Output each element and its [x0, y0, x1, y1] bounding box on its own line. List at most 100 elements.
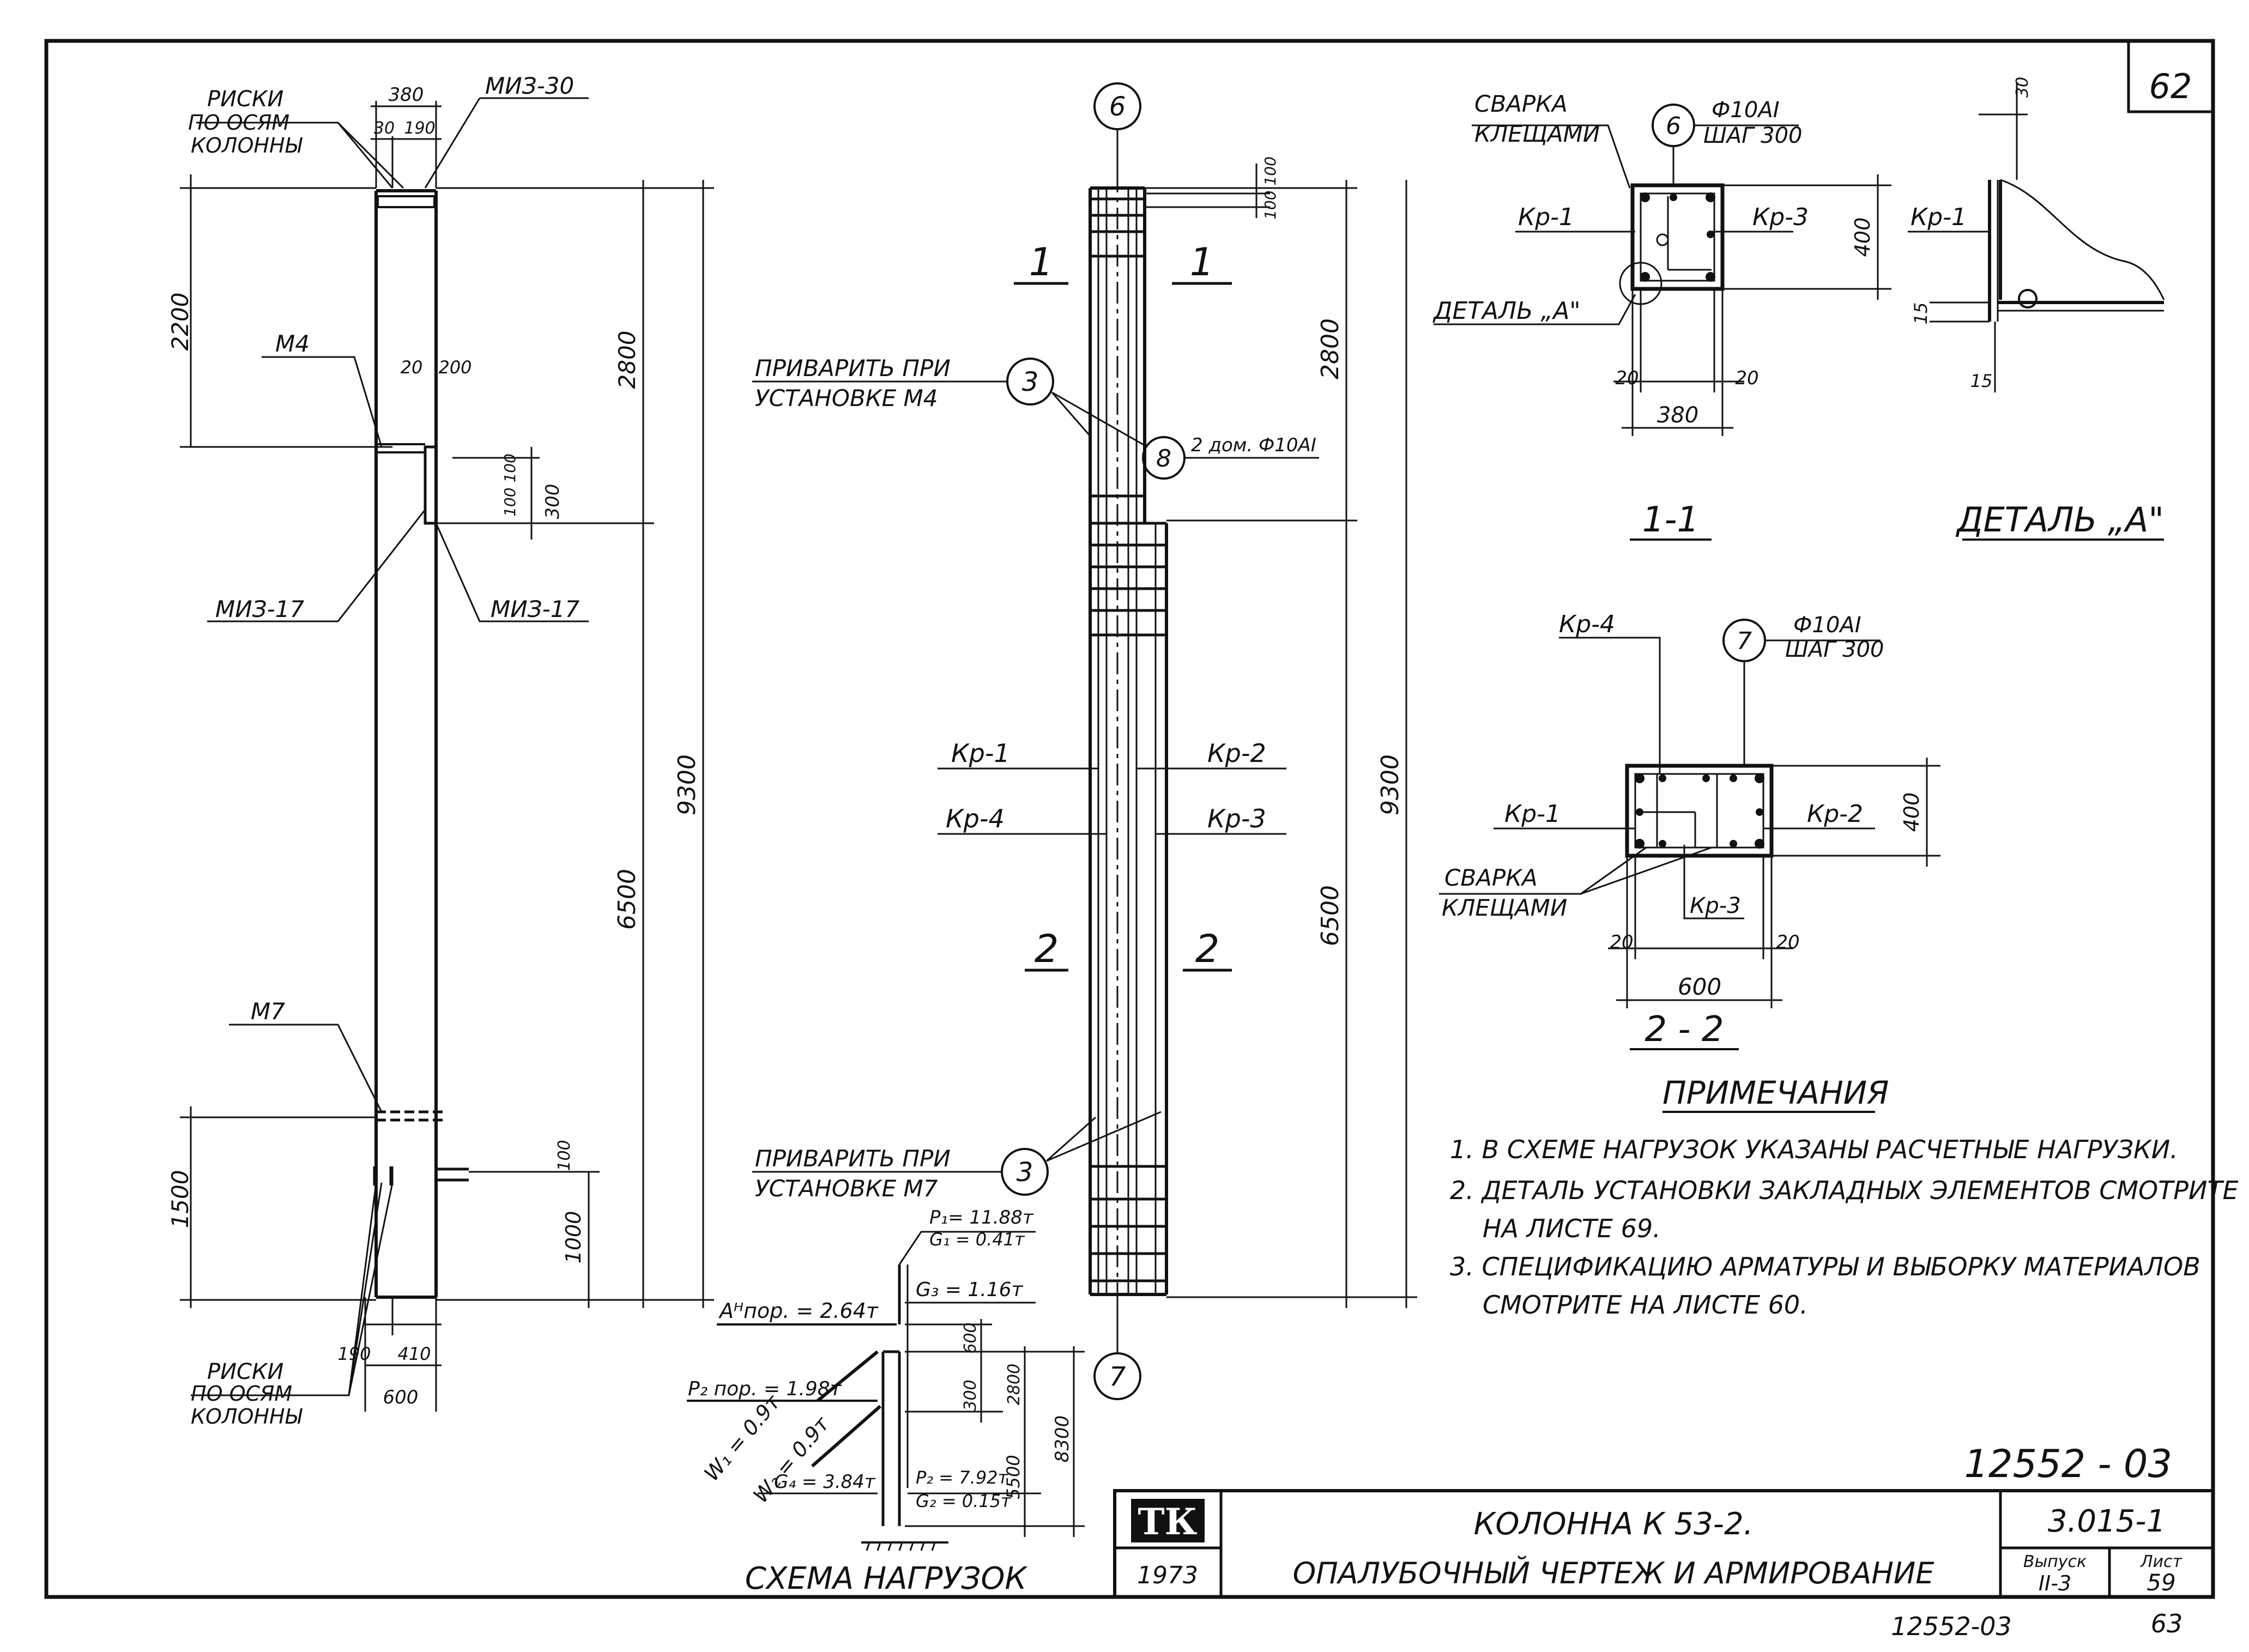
load-dim-5500: 5500 [1003, 1455, 1024, 1499]
dim-20a-1-1: 20 [1615, 367, 1639, 389]
kr2-mid: Кр-2 [1207, 739, 1266, 768]
dim-top-30: 30 [374, 119, 395, 138]
notes-title: ПРИМЕЧАНИЯ [1662, 1074, 1889, 1111]
title-line-1: КОЛОННА К 53-2. [1474, 1506, 1754, 1542]
dim-1000: 1000 [561, 1211, 585, 1264]
title-year: 1973 [1137, 1562, 1198, 1589]
weld-top-line2: УСТАНОВКЕ М4 [755, 385, 938, 412]
title-sheet-label: Лист [2140, 1552, 2183, 1571]
dim-380-1-1: 380 [1657, 403, 1698, 428]
rebar-1-1-line1: Ф10АI [1712, 98, 1780, 123]
dim-2800-mid: 2800 [1316, 318, 1344, 379]
node-8: 8 [1156, 445, 1171, 473]
weld-1-1-line1: СВАРКА [1474, 90, 1568, 117]
drawing-code: 12552 - 03 [1964, 1442, 2172, 1486]
kr1-detail: Кр-1 [1911, 203, 1967, 231]
section-1-right: 1 [1190, 240, 1214, 285]
title-issue-label: Выпуск [2023, 1552, 2087, 1571]
middle-view-labels: 6 7 3 3 8 1 1 2 2 ПРИВАРИТЬ ПРИ УСТАНОВК… [755, 92, 1404, 1392]
section-1-1-title: 1-1 [1642, 500, 1700, 540]
dim-300: 300 [542, 484, 564, 519]
dim-200: 200 [438, 357, 471, 378]
kr4-2-2: Кр-4 [1559, 610, 1615, 638]
weld-1-1-line2: КЛЕЩАМИ [1474, 120, 1600, 147]
weld-bottom-line1: ПРИВАРИТЬ ПРИ [755, 1145, 951, 1172]
weld-top-line1: ПРИВАРИТЬ ПРИ [755, 355, 951, 382]
note-line-5: СМОТРИТЕ НА ЛИСТЕ 60. [1483, 1290, 1808, 1320]
dim-top-190: 190 [404, 119, 435, 138]
kr1-mid: Кр-1 [951, 739, 1010, 768]
dim-400-2-2: 400 [1900, 792, 1924, 832]
load-p2pop: P₂ пор. = 1.98т [688, 1378, 842, 1400]
load-scheme-title: СХЕМА НАГРУЗОК [745, 1561, 1028, 1596]
title-sheet: 59 [2147, 1569, 2175, 1596]
dim-15b-detail: 15 [1970, 371, 1993, 391]
dim-6500-left: 6500 [613, 869, 641, 930]
dim-6500-mid: 6500 [1316, 885, 1344, 946]
load-p1: P₁= 11.88т [929, 1207, 1034, 1229]
dim-1500: 1500 [167, 1170, 194, 1229]
title-line-2: ОПАЛУБОЧНЫЙ ЧЕРТЕЖ И АРМИРОВАНИЕ [1293, 1556, 1935, 1590]
dim-30-detail: 30 [2013, 77, 2032, 98]
section-2-left: 2 [1035, 927, 1059, 971]
weld-bottom-line2: УСТАНОВКЕ М7 [755, 1175, 938, 1202]
dim-100-100: 100 100 [501, 453, 519, 517]
title-issue: II-3 [2039, 1571, 2071, 1595]
left-view-labels: РИСКИ ПО ОСЯМ КОЛОННЫ МИЗ-30 380 30 190 … [167, 72, 701, 1429]
middle-reinforcement-view [752, 82, 1417, 1400]
node-6-section: 6 [1666, 112, 1681, 140]
dim-top-380: 380 [389, 84, 424, 106]
label-m7: М7 [251, 998, 285, 1025]
dim-20b-2-2: 20 [1776, 931, 1799, 953]
dim-400-1-1: 400 [1851, 217, 1875, 257]
dim-20: 20 [401, 357, 423, 378]
note-line-2: 2. ДЕТАЛЬ УСТАНОВКИ ЗАКЛАДНЫХ ЭЛЕМЕНТОВ … [1450, 1176, 2239, 1205]
weld-2-2-line1: СВАРКА [1444, 864, 1538, 891]
sheet-frame [44, 39, 2215, 1599]
note-line-4: 3. СПЕЦИФИКАЦИЮ АРМАТУРЫ И ВЫБОРКУ МАТЕР… [1450, 1252, 2200, 1281]
riski-bottom-line1: РИСКИ [207, 1359, 283, 1384]
kr1-2-2: Кр-1 [1504, 800, 1561, 828]
riski-bottom-line3: КОЛОННЫ [191, 1405, 303, 1429]
node-3-bottom: 3 [1017, 1157, 1033, 1188]
title-logo: ТК [1138, 1500, 1197, 1543]
riski-top-line3: КОЛОННЫ [191, 134, 303, 158]
node-7-section: 7 [1737, 627, 1752, 655]
dim-9300-mid: 9300 [1376, 754, 1404, 815]
note-line-1: 1. В СХЕМЕ НАГРУЗОК УКАЗАНЫ РАСЧЕТНЫЕ НА… [1450, 1135, 2178, 1164]
load-dim-8300: 8300 [1051, 1415, 1073, 1463]
footer-code: 12552-03 [1891, 1612, 2011, 1641]
detail-a-ref: ДЕТАЛЬ „А" [1432, 297, 1581, 325]
riski-bottom-line2: ПО ОСЯМ [191, 1382, 292, 1406]
section-1-1 [1434, 104, 1891, 541]
load-g2: G₂ = 0.15т [916, 1491, 1012, 1511]
label-m4: М4 [275, 330, 310, 357]
load-apop: Aᴴпор. = 2.64т [718, 1299, 879, 1323]
label-miz17-left: МИЗ-17 [215, 596, 304, 622]
kr4-mid: Кр-4 [946, 804, 1005, 833]
label-miz17-right: МИЗ-17 [491, 596, 579, 622]
notes: ПРИМЕЧАНИЯ 1. В СХЕМЕ НАГРУЗОК УКАЗАНЫ Р… [1450, 1074, 2239, 1320]
node-7: 7 [1109, 1361, 1126, 1392]
dim-2200: 2200 [167, 293, 194, 351]
load-p2: P₂ = 7.92т [916, 1467, 1009, 1488]
load-dim-300: 300 [961, 1379, 980, 1411]
rebar-2-2-line1: Ф10АI [1793, 613, 1861, 638]
kr2-2-2: Кр-2 [1807, 800, 1863, 828]
load-scheme [687, 1231, 1085, 1598]
dim-15a-detail: 15 [1911, 302, 1931, 325]
dim-9300-left: 9300 [673, 754, 701, 815]
dim-600-left: 600 [383, 1387, 419, 1408]
dim-100: 100 [555, 1140, 574, 1171]
riski-top-line2: ПО ОСЯМ [188, 111, 289, 135]
note-line-3: НА ЛИСТЕ 69. [1483, 1214, 1661, 1243]
rebar-2-2-line2: ШАГ 300 [1785, 637, 1884, 662]
detail-a [1908, 82, 2165, 541]
left-formwork-view [180, 97, 714, 1412]
title-block-labels: ТК 1973 КОЛОННА К 53-2. ОПАЛУБОЧНЫЙ ЧЕРТ… [1137, 1500, 2183, 1596]
section-1-left: 1 [1029, 240, 1054, 285]
kr3-2-2: Кр-3 [1690, 893, 1741, 918]
kr1-1-1: Кр-1 [1518, 203, 1574, 231]
